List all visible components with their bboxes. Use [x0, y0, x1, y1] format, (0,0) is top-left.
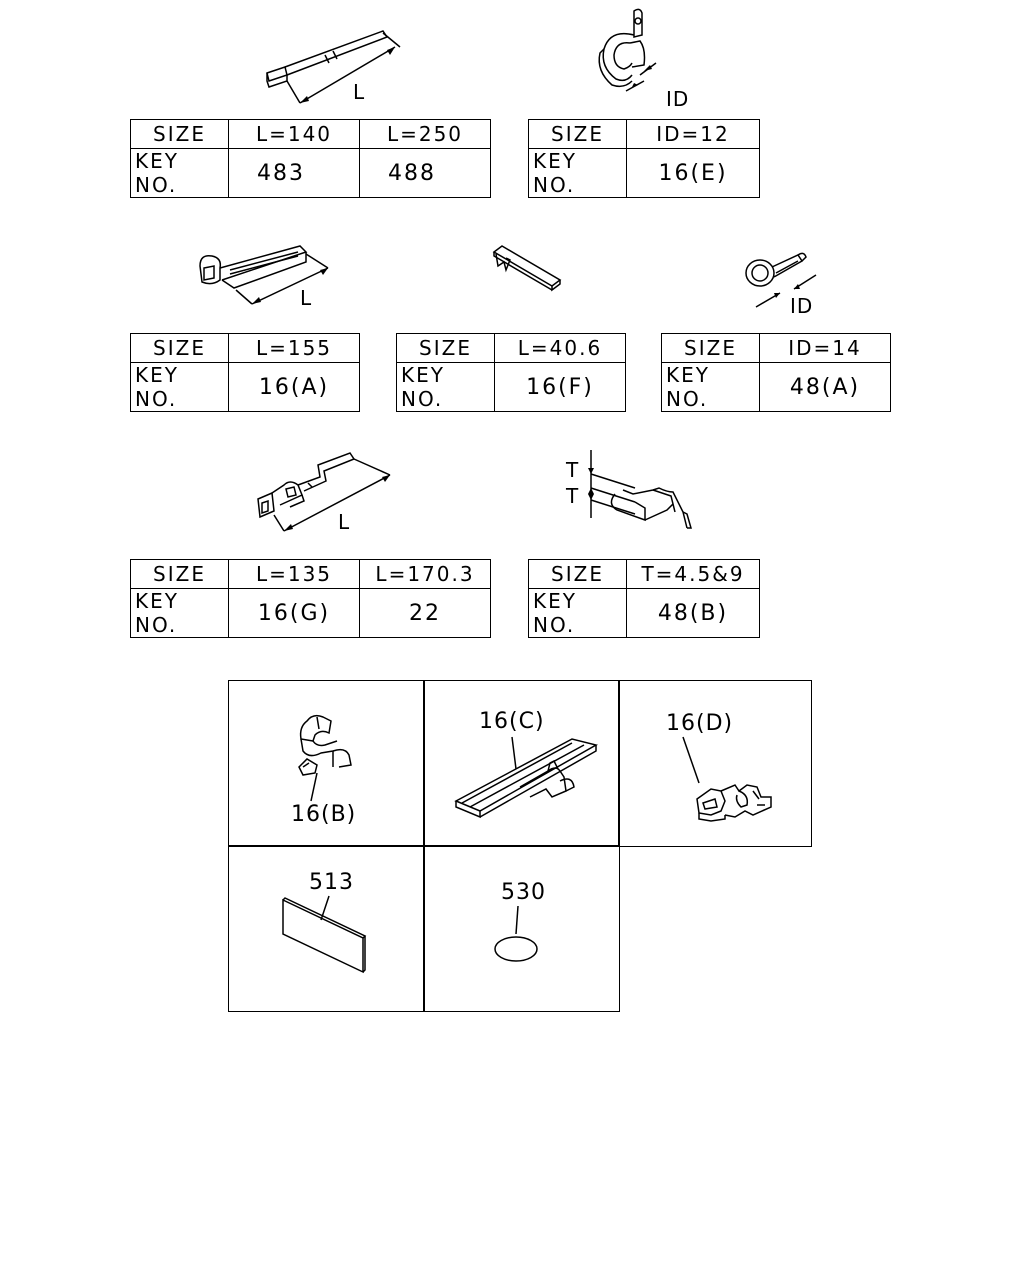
- size-value: T=4.5&9: [626, 559, 760, 589]
- key-value: 48(A): [759, 362, 891, 412]
- key-value: 488: [359, 148, 491, 198]
- key-value: 48(B): [626, 588, 760, 638]
- dim-label-l: L: [300, 286, 313, 310]
- flat-clip-illustration: [492, 245, 562, 292]
- size-header: SIZE: [528, 559, 627, 589]
- oval-pad-illustration: [494, 936, 538, 962]
- dim-label-id: ID: [666, 87, 690, 111]
- dim-label-l: L: [353, 80, 366, 104]
- size-header: SIZE: [130, 119, 229, 149]
- callout-513: 513: [309, 870, 354, 895]
- key-value: 16(F): [494, 362, 626, 412]
- size-value: L=140: [228, 119, 360, 149]
- key-value: 483: [228, 148, 360, 198]
- p-clamp-illustration: [598, 8, 657, 92]
- key-value: 16(G): [228, 588, 360, 638]
- key-no-header: KEY NO.: [130, 588, 229, 638]
- callout-16b: 16(B): [291, 802, 357, 827]
- key-no-header: KEY NO.: [528, 588, 627, 638]
- hook-clip-illustration: [298, 714, 352, 776]
- key-no-header: KEY NO.: [528, 148, 627, 198]
- parts-grid: 16(B) 16(C) 16(D): [228, 680, 812, 1012]
- dim-label-t-bottom: T: [566, 484, 580, 508]
- bracket-clip-illustration: [696, 784, 772, 822]
- size-value: L=155: [228, 333, 360, 363]
- spec-table-clip-l406: SIZE L=40.6 KEY NO. 16(F): [396, 333, 626, 412]
- size-value: L=40.6: [494, 333, 626, 363]
- grid-cell-16b: 16(B): [228, 680, 425, 847]
- size-value: ID=12: [626, 119, 760, 149]
- spec-table-band-l155: SIZE L=155 KEY NO. 16(A): [130, 333, 360, 412]
- callout-16c: 16(C): [479, 709, 545, 734]
- bent-clip-illustration: [588, 450, 692, 529]
- key-no-header: KEY NO.: [130, 362, 229, 412]
- size-value: ID=14: [759, 333, 891, 363]
- spec-table-clamp-id14: SIZE ID=14 KEY NO. 48(A): [661, 333, 891, 412]
- callout-530: 530: [501, 880, 546, 905]
- key-no-header: KEY NO.: [396, 362, 495, 412]
- band-clip-illustration: [199, 245, 329, 305]
- bracket-band-illustration: [257, 452, 391, 532]
- key-value: 16(E): [626, 148, 760, 198]
- grid-cell-16d: 16(D): [618, 680, 812, 847]
- grid-cell-16c: 16(C): [423, 680, 620, 847]
- size-value: L=135: [228, 559, 360, 589]
- rectangular-pad-illustration: [282, 897, 367, 974]
- band-tie-illustration: [266, 30, 401, 104]
- dim-label-l: L: [338, 510, 351, 534]
- size-value: L=170.3: [359, 559, 491, 589]
- size-value: L=250: [359, 119, 491, 149]
- dim-label-id: ID: [790, 294, 814, 318]
- size-header: SIZE: [130, 559, 229, 589]
- size-header: SIZE: [396, 333, 495, 363]
- long-band-illustration: [454, 736, 598, 819]
- spec-table-clamp-id12: SIZE ID=12 KEY NO. 16(E): [528, 119, 760, 198]
- key-value: 22: [359, 588, 491, 638]
- grid-cell-530: 530: [423, 845, 620, 1012]
- grid-cell-513: 513: [228, 845, 425, 1012]
- key-no-header: KEY NO.: [661, 362, 760, 412]
- key-value: 16(A): [228, 362, 360, 412]
- size-header: SIZE: [130, 333, 229, 363]
- dim-label-t-top: T: [566, 458, 580, 482]
- size-header: SIZE: [528, 119, 627, 149]
- size-header: SIZE: [661, 333, 760, 363]
- spec-table-clip-t: SIZE T=4.5&9 KEY NO. 48(B): [528, 559, 760, 638]
- key-no-header: KEY NO.: [130, 148, 229, 198]
- spec-table-band-l135: SIZE L=135 L=170.3 KEY NO. 16(G) 22: [130, 559, 491, 638]
- ring-clamp-illustration: [745, 252, 817, 308]
- callout-16d: 16(D): [666, 711, 734, 736]
- spec-table-band-l140: SIZE L=140 L=250 KEY NO. 483 488: [130, 119, 491, 198]
